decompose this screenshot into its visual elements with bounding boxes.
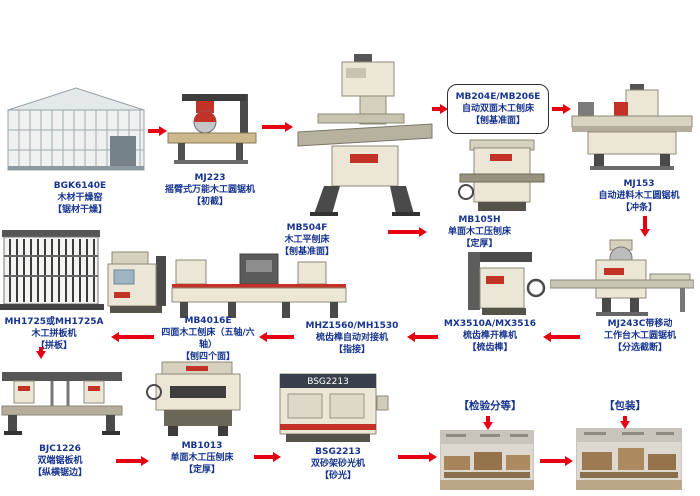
four-side-planer-image — [107, 251, 166, 313]
label-bsg2213: BSG2213 双砂架砂光机 【砂光】 — [284, 446, 392, 482]
sander-badge-text: BSG2213 — [307, 377, 349, 387]
label-mb204e-box: MB204E/MB206E 自动双面木工刨床 【刨基准面】 — [447, 84, 549, 135]
label-mb1013: MB1013 单面木工压刨床 【定厚】 — [152, 440, 252, 476]
tenoner-image — [468, 252, 546, 315]
arrow-mb204e-to-mj153 — [552, 104, 571, 114]
mhz1560-name: 梳齿榫自动对接机 — [315, 333, 388, 344]
arrow-kiln-to-mj223 — [148, 126, 167, 136]
kiln-name: 木材干燥窑 — [57, 193, 103, 204]
label-mb105h: MB105H 单面木工压刨床 【定厚】 — [432, 214, 527, 250]
mj153-model: MJ153 — [623, 179, 655, 189]
mh1725-model: MH1725或MH1725A — [4, 317, 104, 327]
double-end-saw-image — [1, 372, 123, 435]
arrow-inspection-to-packing — [540, 456, 573, 466]
packing-photo — [576, 428, 682, 490]
label-mx3510a: MX3510A/MX3516 梳齿榫开榫机 【梳齿榫】 — [440, 318, 540, 354]
arrow-mj153-to-mj243c — [640, 216, 650, 237]
label-inspection: 【检验分等】 — [440, 399, 540, 413]
mb105h-step: 【定厚】 — [461, 239, 498, 250]
bsg2213-name: 双砂架砂光机 — [310, 459, 365, 470]
surface-jointer-image — [297, 54, 433, 216]
thicknesser-mb105h-image — [458, 139, 545, 211]
mx3510a-step: 【梳齿榫】 — [467, 343, 513, 354]
bjc1226-name: 双端锯板机 — [37, 456, 83, 467]
mx3510a-model: MX3510A/MX3516 — [443, 319, 537, 329]
mhz1560-model: MHZ1560/MH1530 — [305, 321, 399, 331]
mb1013-name: 单面木工压刨床 — [170, 453, 234, 464]
arrow-packing-label-to-photo — [620, 416, 630, 429]
finger-joint-machine-image — [171, 253, 347, 318]
radial-arm-saw-image — [167, 94, 257, 164]
inspection-step: 【检验分等】 — [458, 400, 522, 412]
label-mj153: MJ153 自动进料木工圆锯机 【冲条】 — [580, 178, 698, 214]
mh1725-step: 【拼板】 — [35, 341, 72, 352]
bjc1226-model: BJC1226 — [39, 444, 81, 454]
bsg2213-step: 【砂光】 — [319, 471, 356, 482]
thicknesser-mb1013-image — [146, 361, 241, 436]
rip-saw-mj153-image — [571, 84, 693, 170]
mb204e-model: MB204E/MB206E — [455, 92, 541, 102]
mh1725-name: 木工拼板机 — [31, 329, 77, 340]
mj243c-model: MJ243C带移动 — [607, 319, 673, 329]
mb204e-name: 自动双面木工刨床 — [461, 104, 534, 115]
arrow-mj243c-to-mx3510a — [543, 332, 580, 342]
arrow-mh1725-to-bjc1226 — [36, 347, 46, 359]
mb4016e-model: MB4016E — [184, 316, 232, 326]
mj243c-name: 工作台木工圆锯机 — [603, 331, 676, 342]
mb204e-step: 【刨基准面】 — [470, 116, 525, 127]
arrow-mhz1560-to-mb4016e — [259, 332, 294, 342]
mb105h-model: MB105H — [458, 215, 501, 225]
mb1013-step: 【定厚】 — [183, 465, 220, 476]
arrow-mx3510a-to-mhz1560 — [407, 332, 438, 342]
arrow-mb504f-to-mb204e — [432, 104, 448, 114]
sander-image: BSG2213 — [279, 373, 389, 442]
mj223-model: MJ223 — [194, 173, 226, 183]
clamp-carrier-image — [0, 230, 104, 310]
label-mj223: MJ223 摇臂式万能木工圆锯机 【初截】 — [150, 172, 270, 208]
label-mh1725: MH1725或MH1725A 木工拼板机 【拼板】 — [0, 316, 108, 352]
arrow-mj223-to-mb504f — [262, 122, 293, 132]
label-packing: 【包装】 — [585, 399, 665, 413]
arrow-mb504f-to-mb105h — [388, 227, 427, 237]
label-kiln: BGK6140E 木材干燥窑 【锯材干燥】 — [20, 180, 140, 216]
label-mj243c: MJ243C带移动 工作台木工圆锯机 【分选截断】 — [584, 318, 696, 354]
bjc1226-step: 【纵横锯边】 — [32, 468, 87, 479]
mb504f-name: 木工平刨床 — [284, 235, 330, 246]
mb105h-name: 单面木工压刨床 — [447, 227, 511, 238]
mj223-name: 摇臂式万能木工圆锯机 — [164, 185, 255, 196]
mj153-name: 自动进料木工圆锯机 — [598, 191, 680, 202]
mhz1560-step: 【指接】 — [333, 345, 370, 356]
mj153-step: 【冲条】 — [620, 203, 657, 214]
mb4016e-step: 【刨四个面】 — [180, 352, 235, 363]
kiln-step: 【锯材干燥】 — [52, 205, 107, 216]
arrow-bjc1226-to-mb1013 — [116, 456, 149, 466]
mb4016e-name: 四面木工刨床（五轴/六轴） — [161, 328, 255, 351]
arrow-mb4016e-to-mh1725 — [111, 332, 154, 342]
mb504f-model: MB504F — [286, 223, 328, 233]
mb504f-step: 【刨基准面】 — [279, 247, 334, 258]
arrow-inspection-label-to-photo — [483, 416, 493, 430]
mj223-step: 【初截】 — [191, 197, 228, 208]
mb1013-model: MB1013 — [181, 441, 223, 451]
inspection-photo — [440, 430, 534, 490]
label-bjc1226: BJC1226 双端锯板机 【纵横锯边】 — [10, 443, 110, 479]
arrow-bsg2213-to-inspection — [398, 452, 437, 462]
mj243c-step: 【分选截断】 — [612, 343, 667, 354]
label-mhz1560: MHZ1560/MH1530 梳齿榫自动对接机 【指接】 — [298, 320, 406, 356]
arrow-mb1013-to-bsg2213 — [254, 452, 281, 462]
packing-step: 【包装】 — [604, 400, 646, 412]
mx3510a-name: 梳齿榫开榫机 — [462, 331, 517, 342]
label-mb504f: MB504F 木工平刨床 【刨基准面】 — [262, 222, 352, 258]
kiln-model: BGK6140E — [53, 181, 107, 191]
drying-kiln-image — [7, 87, 145, 171]
bsg2213-model: BSG2213 — [315, 447, 361, 457]
sliding-table-saw-image — [550, 239, 694, 316]
label-mb4016e: MB4016E 四面木工刨床（五轴/六轴） 【刨四个面】 — [158, 315, 258, 364]
